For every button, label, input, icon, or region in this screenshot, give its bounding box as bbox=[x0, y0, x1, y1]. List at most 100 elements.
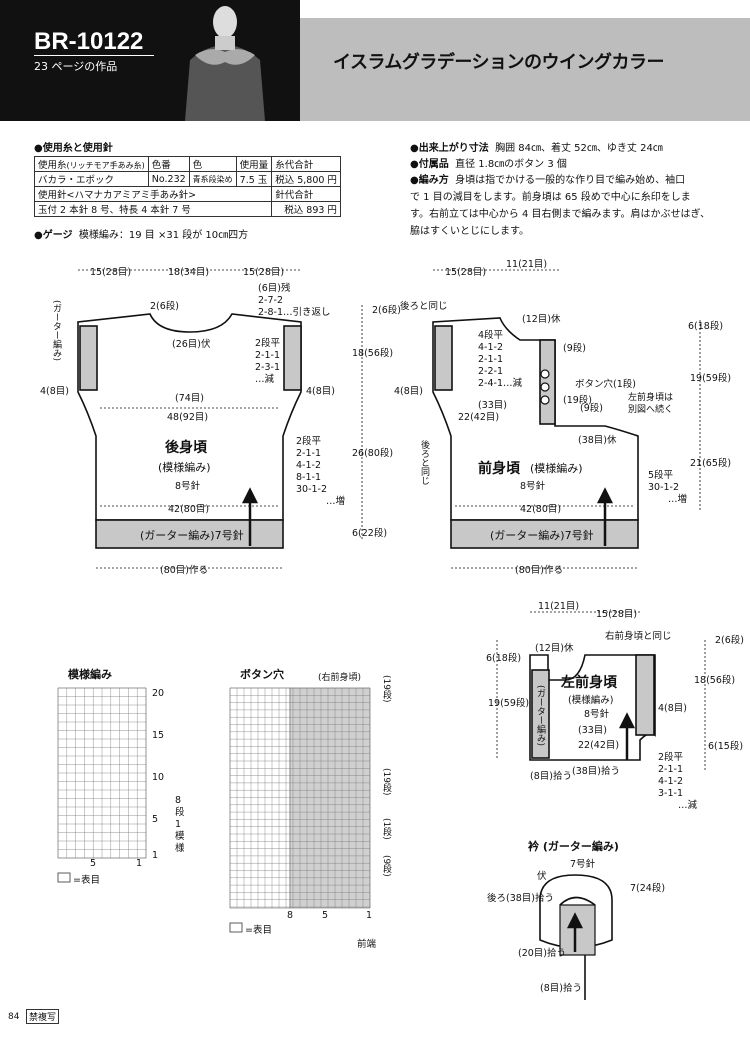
lf-pick-38: (38目)拾う bbox=[572, 766, 621, 777]
back-cast-on: (80目)作る bbox=[160, 565, 209, 576]
pattern-row-5: 5 bbox=[152, 814, 159, 825]
lf-dim-top-left: 11(21目) bbox=[538, 601, 580, 612]
back-garter-band: (ガーター編み)7号針 bbox=[140, 529, 244, 542]
back-vert-3: 26(80段) bbox=[352, 448, 394, 459]
collar-title: 衿 (ガーター編み) bbox=[528, 840, 619, 853]
button-col-1: 1 bbox=[366, 910, 373, 921]
button-col-5: 5 bbox=[322, 910, 329, 921]
front-dim-top-left: 15(28目) bbox=[445, 267, 487, 278]
front-cast-on: (80目)作る bbox=[515, 565, 564, 576]
method-line-4: 脇はすくいとじにします。 bbox=[410, 226, 529, 237]
button-side-3: (1段) bbox=[381, 818, 391, 840]
method-line-3: す。右前立ては中心から 4 目右側まで編みます。肩はかぶせはぎ、 bbox=[410, 209, 711, 220]
back-name: 後身頃 bbox=[165, 440, 207, 456]
back-vert-2: 18(56段) bbox=[352, 348, 394, 359]
front-st-38: (38目)休 bbox=[578, 435, 617, 446]
front-back-same-2: 後ろと同じ bbox=[419, 440, 429, 485]
front-buttonhole: ボタン穴(1段) bbox=[575, 379, 636, 390]
lf-garter: (ガーター編み) bbox=[535, 685, 545, 747]
front-st-33: (33目) bbox=[478, 400, 508, 411]
lf-dim-top-right: 15(28目) bbox=[596, 609, 638, 620]
needle-price: 税込 893 円 bbox=[271, 201, 341, 217]
pattern-row-1: 1 bbox=[152, 850, 159, 861]
model-photo bbox=[170, 0, 280, 121]
pattern-row-15: 15 bbox=[152, 730, 165, 741]
front-garter-band: (ガーター編み)7号針 bbox=[490, 529, 594, 542]
front-vert-3: 21(65段) bbox=[690, 458, 732, 469]
back-vert-4: 6(22段) bbox=[352, 528, 388, 539]
page-title: イスラムグラデーションのウイングカラー bbox=[333, 52, 665, 73]
back-dim-top-left: 15(28目) bbox=[90, 267, 132, 278]
front-neck-12: (12目)休 bbox=[522, 314, 561, 325]
materials-heading: ●使用糸と使用針 bbox=[34, 143, 113, 154]
materials-table: 使用糸(リッチモア手あみ糸) 色番 色 使用量 糸代合計 バカラ・エポック No… bbox=[33, 156, 341, 217]
method-line-2: で 1 目の減目をします。前身頃は 65 段めで中心に糸印をしま bbox=[410, 192, 691, 203]
back-dim-top-mid: 18(34目) bbox=[168, 267, 210, 278]
button-chart-title: ボタン穴 bbox=[240, 668, 284, 681]
front-vert-1: 6(18段) bbox=[688, 321, 724, 332]
front-vert-2: 19(59段) bbox=[690, 373, 732, 384]
back-width-92: 48(92目) bbox=[167, 412, 209, 423]
pattern-col-1: 1 bbox=[136, 858, 143, 869]
collar-needle: 7号針 bbox=[570, 859, 596, 870]
back-arm-right: 4(8目) bbox=[306, 386, 336, 397]
front-name: 前身頃 bbox=[478, 461, 520, 477]
collar-bind: 伏 bbox=[537, 871, 547, 882]
button-side-2: (19段) bbox=[381, 768, 391, 796]
front-rows-9a: (9段) bbox=[563, 343, 586, 354]
header-gray-band bbox=[300, 18, 750, 121]
collar-pick-8: (8目)拾う bbox=[540, 983, 582, 994]
button-legend: =表目 bbox=[245, 925, 272, 936]
button-side-4: (9段) bbox=[381, 855, 391, 877]
lf-vert-4: 18(56段) bbox=[694, 675, 736, 686]
front-needle: 8号針 bbox=[520, 481, 546, 492]
back-needle: 8号針 bbox=[175, 481, 201, 492]
back-pattern: (模様編み) bbox=[158, 461, 211, 474]
collar-back-pick: 後ろ(38目)拾う bbox=[487, 893, 555, 904]
yarn-color: 青系段染め bbox=[188, 171, 237, 187]
lf-pattern: (模様編み) bbox=[568, 695, 614, 706]
front-st-22-42: 22(42目) bbox=[458, 412, 500, 423]
lf-arm: 4(8目) bbox=[658, 703, 688, 714]
back-vert-1: 2(6段) bbox=[372, 305, 402, 316]
front-pattern: (模様編み) bbox=[530, 462, 583, 475]
front-width-80: 42(80目) bbox=[520, 504, 562, 515]
pattern-row-20: 20 bbox=[152, 688, 165, 699]
front-arm: 4(8目) bbox=[394, 386, 424, 397]
page-number: 84 bbox=[8, 1012, 20, 1022]
lf-name: 左前身頃 bbox=[561, 675, 617, 691]
lf-st-33: (33目) bbox=[578, 725, 608, 736]
front-dim-top-right: 11(21目) bbox=[506, 259, 548, 270]
pattern-col-5: 5 bbox=[90, 858, 97, 869]
pattern-code: BR-10122 bbox=[34, 28, 144, 55]
lf-st-22-42: 22(42目) bbox=[578, 740, 620, 751]
page-header: BR-10122 23 ページの作品 イスラムグラデーションのウイングカラー bbox=[0, 0, 750, 121]
front-rows-19: (19段) bbox=[563, 395, 593, 406]
collar-pick-20: (20目)拾う bbox=[518, 948, 567, 959]
back-garter-side: (ガーター編み) bbox=[51, 300, 61, 362]
lf-vert-1: 6(18段) bbox=[486, 653, 522, 664]
lf-neck-12: (12目)休 bbox=[535, 643, 574, 654]
back-neck-rows: 2(6段) bbox=[150, 301, 180, 312]
needle-list: 玉付 2 本針 8 号、特長 4 本針 7 号 bbox=[33, 201, 273, 217]
accessories: ●付属品 直径 1.8㎝のボタン 3 個 bbox=[410, 159, 567, 170]
method: ●編み方 身頃は指でかける一般的な作り目で編み始め、袖口 bbox=[410, 175, 686, 186]
back-dim-top-right: 15(28目) bbox=[243, 267, 285, 278]
back-width-74: (74目) bbox=[175, 393, 205, 404]
front-continue: 左前身頃は別図へ続く bbox=[628, 393, 674, 415]
back-width-80: 42(80目) bbox=[168, 504, 210, 515]
front-rows-9b: (9段) bbox=[580, 403, 603, 414]
button-side-1: (19段) bbox=[381, 675, 391, 703]
lf-vert-3: 2(6段) bbox=[715, 635, 745, 646]
back-arm-left: 4(8目) bbox=[40, 386, 70, 397]
pattern-row-10: 10 bbox=[152, 772, 165, 783]
code-underline bbox=[34, 55, 154, 56]
button-chart-sub: (右前身頃) bbox=[318, 673, 362, 683]
lf-vert-5: 6(15段) bbox=[708, 741, 744, 752]
